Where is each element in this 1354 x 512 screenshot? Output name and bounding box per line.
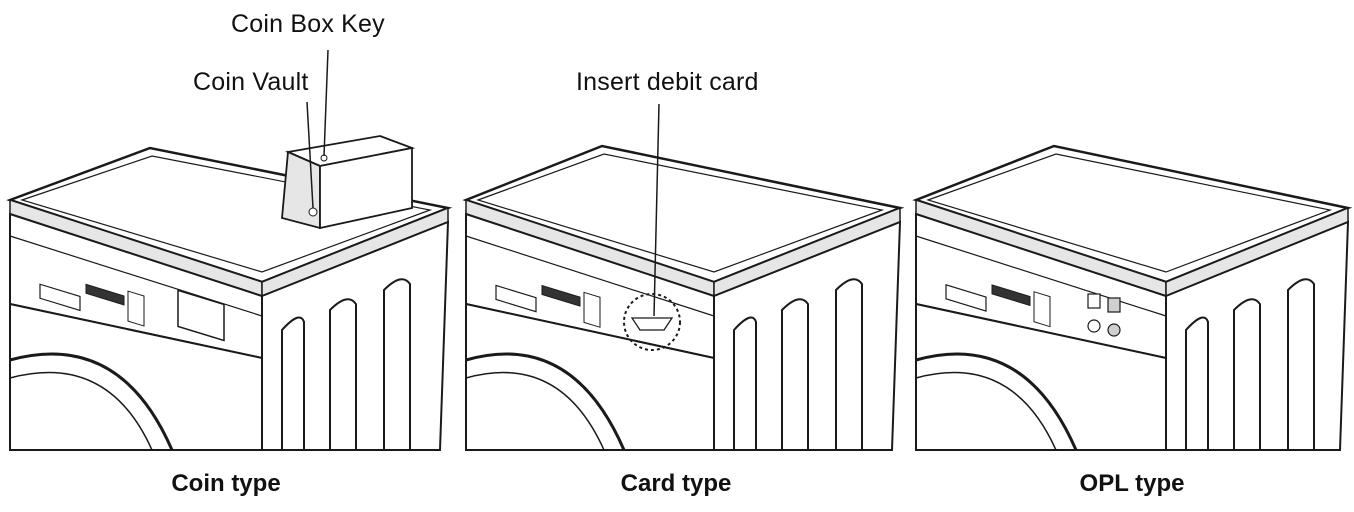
card-washer-drawing (462, 103, 905, 451)
callout-coin-vault: Coin Vault (193, 68, 309, 96)
coin-slot-panel (177, 289, 225, 342)
opl-icon-1 (1087, 293, 1101, 309)
washer-side-panel-1 (281, 316, 305, 451)
washer-side-panel-2 (1233, 298, 1261, 451)
caption-card-type: Card type (620, 470, 732, 497)
button-strip (945, 284, 987, 312)
opl-washer-drawing (912, 144, 1353, 451)
coin-box-side (319, 146, 413, 230)
caption-opl-type: OPL type (1079, 470, 1185, 497)
coin-box-front (281, 150, 321, 230)
caption-coin-type: Coin type (171, 470, 281, 497)
coin-vault-lock (308, 207, 318, 217)
washer-door-inner (9, 371, 153, 451)
card-reader-highlight (623, 293, 681, 351)
option-buttons (127, 290, 145, 327)
washer-side-panel-2 (781, 298, 809, 451)
washer-top-lid-inner (476, 153, 885, 273)
coin-washer-drawing (6, 49, 453, 451)
panel-coin-type: Coin Box Key Coin Vault Coin type (0, 0, 453, 512)
washer-front-lower (9, 302, 263, 451)
washer-side-panel-1 (733, 316, 757, 451)
washer-door (465, 352, 626, 451)
button-strip (39, 283, 81, 312)
washer-front-lower (915, 302, 1167, 451)
washer-side-panel-3 (383, 278, 411, 451)
opl-icon-3 (1087, 319, 1101, 333)
washer-door-inner (465, 371, 605, 451)
leader-insert-debit-card (653, 103, 660, 317)
panel-opl-type: OPL type (904, 0, 1354, 512)
washer-side-panel-1 (1185, 316, 1209, 451)
callout-coin-box-key: Coin Box Key (231, 10, 385, 38)
washer-side-panel-3 (835, 278, 863, 451)
leader-coin-box-key (323, 49, 329, 157)
option-buttons (583, 291, 601, 328)
washer-door (915, 352, 1078, 451)
display-window (85, 283, 125, 306)
panel-card-type: Insert debit card Card type (452, 0, 905, 512)
washer-top-lid-inner (20, 155, 433, 273)
opl-icon-4 (1107, 323, 1121, 337)
button-strip (495, 284, 537, 313)
washer-top-lid-inner (926, 153, 1333, 273)
option-buttons (1033, 291, 1051, 328)
washer-side-panel-2 (329, 298, 357, 451)
display-window (991, 284, 1031, 307)
leader-coin-vault (306, 101, 314, 209)
display-window (541, 284, 581, 307)
washer-door (9, 352, 174, 451)
washer-side-panel-3 (1287, 278, 1315, 451)
opl-icon-2 (1107, 297, 1121, 313)
callout-insert-debit-card: Insert debit card (576, 68, 759, 96)
washer-door-inner (915, 371, 1057, 451)
card-reader-slot-icon (630, 317, 674, 331)
